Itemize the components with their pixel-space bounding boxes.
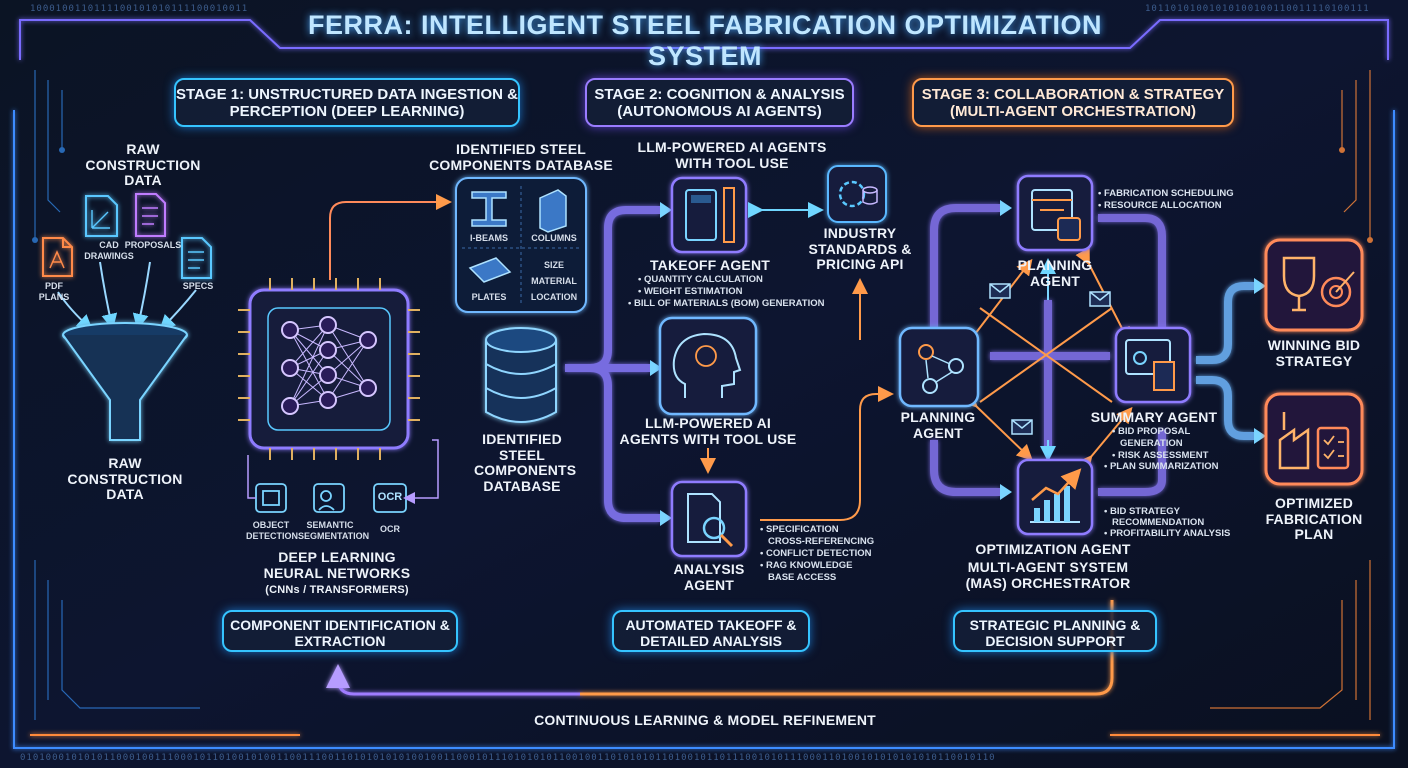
envelope-icon	[1089, 291, 1111, 307]
chip-pins	[238, 278, 420, 460]
summary-bullet-1: • BID PROPOSAL	[1112, 426, 1191, 437]
stage-2-header: STAGE 2: COGNITION & ANALYSIS (AUTONOMOU…	[585, 78, 854, 127]
outer-frame	[13, 19, 1395, 749]
chip-to-components-arrow	[329, 194, 452, 280]
analysis-bullet-2: CROSS-REFERENCING	[768, 536, 875, 547]
mas-arrowheads	[1000, 200, 1012, 500]
binary-decoration-top-right: 10110101001010100100110011110100111	[1145, 4, 1370, 14]
database-icon	[485, 327, 557, 423]
proposal-icon	[135, 193, 166, 237]
raw-data-label-bottom: RAW CONSTRUCTION DATA	[67, 455, 183, 503]
orange-connectors	[760, 278, 894, 521]
pipe-arrowheads	[650, 202, 672, 526]
ocr-icon-text: OCR	[377, 491, 403, 503]
optimization-bullet-3: • PROFITABILITY ANALYSIS	[1104, 528, 1231, 539]
ibeam-icon	[471, 191, 507, 227]
specs-icon	[181, 237, 212, 279]
stage-3-header: STAGE 3: COLLABORATION & STRATEGY (MULTI…	[912, 78, 1234, 127]
mas-orchestrator-label: MULTI-AGENT SYSTEM (MAS) ORCHESTRATOR	[965, 559, 1131, 591]
takeoff-agent-box	[670, 176, 748, 254]
winning-bid-label: WINNING BID STRATEGY	[1267, 337, 1361, 369]
planning-top-bullet-2: • RESOURCE ALLOCATION	[1098, 200, 1222, 211]
optimized-plan-label: OPTIMIZED FABRICATION PLAN	[1265, 495, 1363, 543]
segmentation-icon	[313, 483, 345, 513]
analysis-bullet-3: • CONFLICT DETECTION	[760, 548, 872, 559]
summary-bullet-3: • RISK ASSESSMENT	[1112, 450, 1209, 461]
deep-learning-subtitle: (CNNs / TRANSFORMERS)	[265, 584, 409, 596]
object-detection-label: OBJECT DETECTION	[246, 520, 299, 541]
optimization-bullet-1: • BID STRATEGY	[1104, 506, 1180, 517]
proposals-label: PROPOSALS	[124, 240, 182, 250]
chip-feedback-lines	[247, 439, 439, 504]
takeoff-bullet-2: • WEIGHT ESTIMATION	[638, 286, 743, 297]
circuit-traces	[32, 70, 1373, 720]
llm-agents-label-mid: LLM-POWERED AI AGENTS WITH TOOL USE	[619, 415, 797, 447]
raw-data-label-top: RAW CONSTRUCTION DATA	[85, 141, 201, 189]
summary-bullet-2: GENERATION	[1120, 438, 1183, 449]
summary-bullet-4: • PLAN SUMMARIZATION	[1104, 461, 1219, 472]
analysis-bullet-1: • SPECIFICATION	[760, 524, 839, 535]
summary-agent-title: SUMMARY AGENT	[1090, 409, 1218, 425]
components-database-title: IDENTIFIED STEEL COMPONENTS DATABASE	[429, 141, 613, 173]
feedback-loop-arrow	[326, 600, 1114, 696]
plate-icon	[468, 257, 512, 283]
cad-drawing-icon	[85, 195, 118, 237]
plates-label: PLATES	[471, 292, 507, 302]
fabrication-plan-box	[1264, 392, 1364, 486]
output-pipes	[1196, 282, 1254, 440]
location-label: LOCATION	[530, 292, 578, 302]
planning-agent-top-title: PLANNING AGENT	[1017, 257, 1093, 289]
binary-decoration-bottom: 0101000101010110001001110001011010010100…	[20, 753, 996, 763]
pricing-api-icon	[827, 165, 887, 223]
summary-agent-box	[1114, 326, 1192, 404]
envelope-icons	[989, 283, 1111, 435]
stage-1-header: STAGE 1: UNSTRUCTURED DATA INGESTION & P…	[174, 78, 520, 127]
db-to-agents-pipes	[565, 206, 660, 522]
automated-takeoff-box: AUTOMATED TAKEOFF & DETAILED ANALYSIS	[612, 610, 810, 652]
takeoff-bullet-1: • QUANTITY CALCULATION	[638, 274, 763, 285]
page-title: FERRA: INTELLIGENT STEEL FABRICATION OPT…	[308, 10, 1102, 71]
deep-learning-title: DEEP LEARNING NEURAL NETWORKS	[263, 549, 411, 581]
size-label: SIZE	[543, 260, 564, 270]
optimization-agent-box	[1016, 458, 1094, 536]
analysis-bullet-5: BASE ACCESS	[768, 572, 837, 583]
column-icon	[539, 189, 567, 233]
component-identification-box: COMPONENT IDENTIFICATION & EXTRACTION	[222, 610, 458, 652]
ibeams-label: I-BEAMS	[470, 233, 508, 243]
analysis-agent-box	[670, 480, 748, 558]
envelope-icon	[1011, 419, 1033, 435]
planning-agent-left-box	[898, 326, 980, 408]
winning-bid-box	[1264, 238, 1364, 332]
envelope-icon	[989, 283, 1011, 299]
specs-label: SPECS	[182, 281, 214, 291]
ocr-label: OCR	[380, 524, 400, 534]
database-label: IDENTIFIED STEEL COMPONENTS DATABASE	[474, 431, 577, 495]
output-arrowheads	[1254, 278, 1266, 444]
analysis-agent-title: ANALYSIS AGENT	[673, 561, 745, 593]
strategic-planning-box: STRATEGIC PLANNING & DECISION SUPPORT	[953, 610, 1157, 652]
pdf-label: PDF PLANS	[38, 281, 70, 302]
optimization-bullet-2: RECOMMENDATION	[1112, 517, 1205, 528]
pdf-icon	[42, 237, 73, 277]
planning-agent-left-title: PLANNING AGENT	[900, 409, 976, 441]
binary-decoration-top-left: 1000100110111100101010111100010011	[30, 4, 249, 14]
llm-brain-box	[658, 316, 758, 416]
funnel-icon	[62, 322, 188, 441]
segmentation-label: SEMANTIC SEGMENTATION	[298, 520, 370, 541]
takeoff-agent-title: TAKEOFF AGENT	[649, 257, 771, 273]
cad-label: CAD DRAWINGS	[84, 240, 134, 261]
planning-top-bullet-1: • FABRICATION SCHEDULING	[1098, 188, 1234, 199]
columns-label: COLUMNS	[531, 233, 577, 243]
mas-pipes	[930, 204, 1166, 496]
material-label: MATERIAL	[531, 276, 577, 286]
industry-api-label: INDUSTRY STANDARDS & PRICING API	[808, 225, 912, 273]
optimization-agent-title: OPTIMIZATION AGENT	[975, 541, 1131, 557]
analysis-bullet-4: • RAG KNOWLEDGE	[760, 560, 853, 571]
llm-agents-label-top: LLM-POWERED AI AGENTS WITH TOOL USE	[637, 139, 827, 171]
neural-net-icon	[281, 316, 377, 415]
continuous-learning-label: CONTINUOUS LEARNING & MODEL REFINEMENT	[534, 712, 876, 728]
planning-agent-top-box	[1016, 174, 1094, 252]
takeoff-bullet-3: • BILL OF MATERIALS (BOM) GENERATION	[628, 298, 825, 309]
